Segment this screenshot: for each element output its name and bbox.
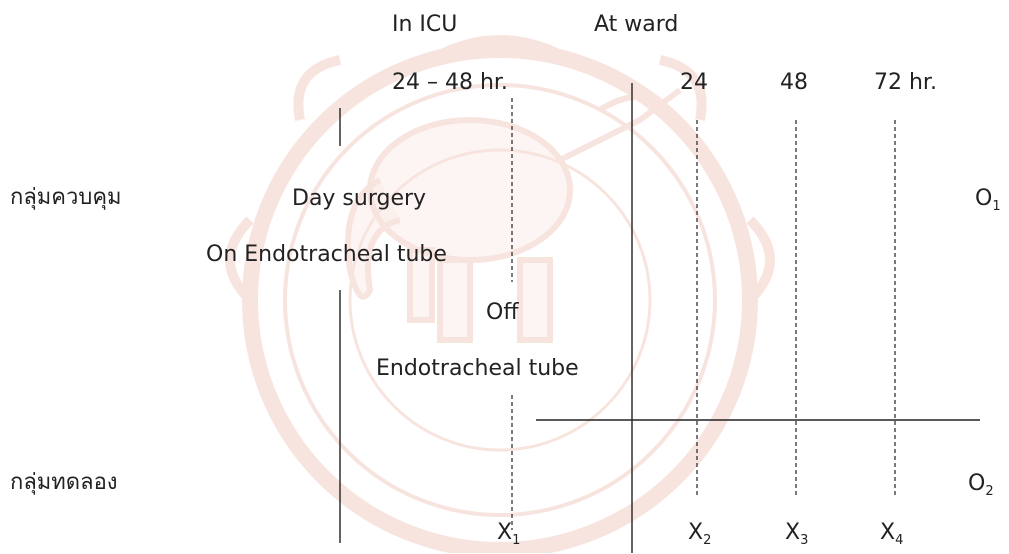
- icu-hours-label: 24 – 48 hr.: [392, 70, 508, 96]
- observation-o2: O2: [968, 471, 994, 505]
- day-surgery-label: Day surgery: [292, 186, 426, 212]
- endotracheal-tube-label: Endotracheal tube: [376, 356, 579, 382]
- intervention-x1: X1: [497, 520, 520, 554]
- intervention-x4: X4: [880, 520, 903, 554]
- observation-o1: O1: [975, 186, 1001, 220]
- on-tube-label: On Endotracheal tube: [206, 242, 447, 268]
- ward-24-label: 24: [680, 70, 708, 96]
- ward-72-label: 72 hr.: [874, 70, 937, 96]
- ward-48-label: 48: [780, 70, 808, 96]
- intervention-x2: X2: [688, 520, 711, 554]
- experimental-group-label: กลุ่มทดลอง: [10, 470, 118, 496]
- off-label: Off: [486, 300, 518, 326]
- in-icu-label: In ICU: [392, 12, 457, 38]
- at-ward-label: At ward: [594, 12, 678, 38]
- control-group-label: กลุ่มควบคุม: [10, 185, 122, 211]
- intervention-x3: X3: [785, 520, 808, 554]
